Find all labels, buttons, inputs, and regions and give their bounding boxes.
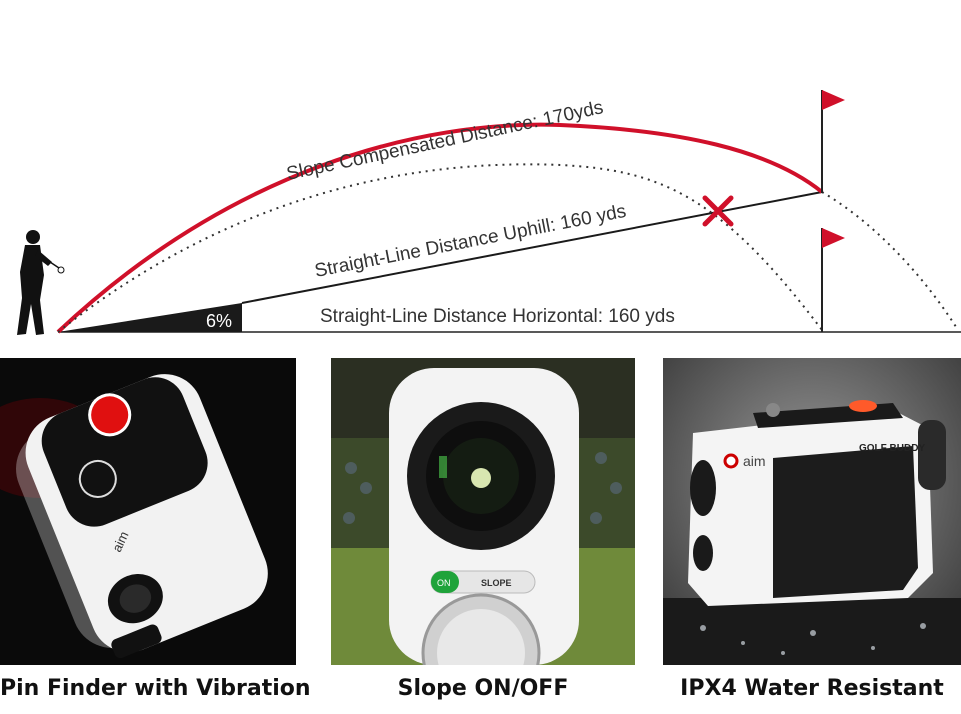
uphill-line: [241, 191, 823, 304]
slope-wedge: [58, 303, 242, 332]
golfer-icon: [17, 230, 65, 335]
slope-distance-diagram: 6% Slope Compensated Distance: 170yds St…: [17, 90, 961, 335]
switch-slope-label: SLOPE: [481, 578, 512, 588]
uphill-label: Straight-Line Distance Uphill: 160 yds: [313, 201, 628, 282]
water-resistant-rangefinder-icon: aim GOLF BUDDY: [663, 358, 961, 665]
slope-caption: Slope ON/OFF: [397, 676, 569, 701]
water-caption: IPX4 Water Resistant: [680, 676, 944, 701]
slope-switch-rangefinder-icon: ON SLOPE: [331, 358, 635, 665]
water-resistant-image: aim GOLF BUDDY: [663, 358, 961, 665]
slope-compensated-label: Slope Compensated Distance: 170yds: [285, 97, 606, 185]
upper-flag-icon: [821, 90, 845, 193]
grade-label: 6%: [206, 311, 232, 331]
slope-compensated-arc: [56, 122, 824, 334]
switch-on-label: ON: [437, 578, 451, 588]
lower-flag-icon: [821, 228, 845, 332]
pin-finder-caption: Pin Finder with Vibration: [0, 676, 311, 701]
dotted-arc-short: [57, 163, 823, 333]
pin-finder-rangefinder-icon: aim: [0, 358, 296, 665]
slope-switch-image: ON SLOPE: [331, 358, 635, 665]
miss-x-icon: [702, 195, 734, 227]
water-brand-text: GOLF BUDDY: [859, 443, 925, 454]
dotted-arc-long: [821, 191, 959, 331]
water-model-text: aim: [743, 453, 766, 469]
pin-finder-image: aim: [0, 358, 296, 665]
horizontal-label: Straight-Line Distance Horizontal: 160 y…: [320, 306, 675, 327]
